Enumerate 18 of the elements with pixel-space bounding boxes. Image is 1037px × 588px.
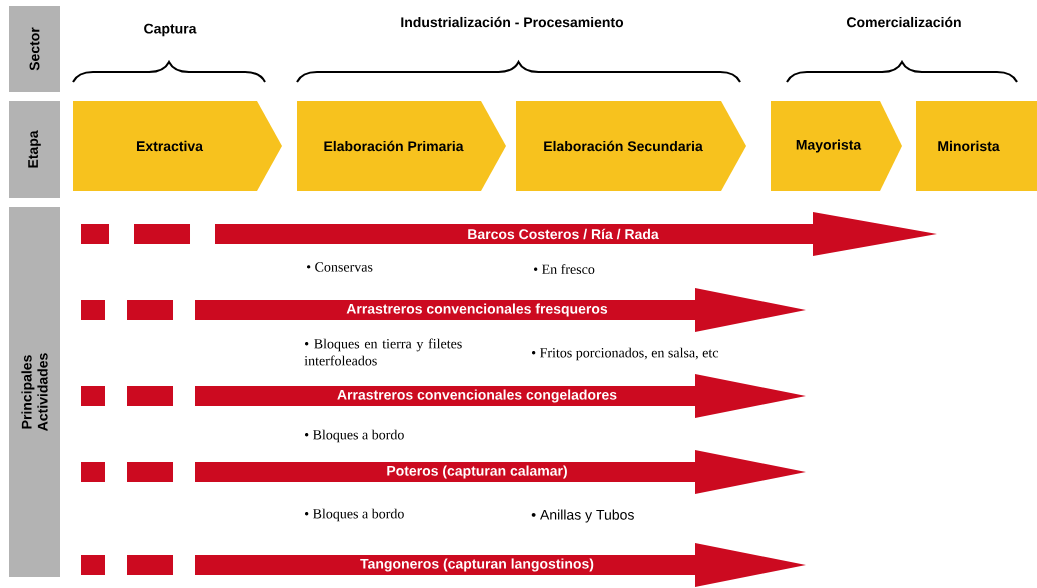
bullet-item: • Anillas y Tubos [531, 509, 634, 523]
bullet-item: • Fritos porcionados, en salsa, etc [532, 347, 719, 361]
chevron-step: Elaboración Primaria [297, 101, 506, 191]
row-header: Principales Actividades [9, 207, 60, 577]
chevron-step: Mayorista [771, 101, 902, 191]
bullet-item: • En fresco [534, 264, 595, 274]
bullet-item: • Bloques en tierra y filetes interfoleados [304, 338, 462, 366]
chevron-step: Minorista [916, 101, 1037, 191]
sector-heading: Industrialización - Procesamiento [401, 16, 624, 28]
chevron-step: Elaboración Secundaria [516, 101, 746, 191]
bullet-item: • Bloques a bordo [305, 429, 404, 443]
sector-heading: Captura [144, 23, 197, 37]
row-header: Etapa [9, 101, 60, 198]
bullet-item: • Conservas [307, 262, 373, 272]
sector-heading: Comercialización [847, 16, 961, 28]
chevron-step: Extractiva [73, 101, 282, 191]
row-header: Sector [9, 6, 60, 92]
bullet-item: • Bloques a bordo [305, 508, 404, 522]
